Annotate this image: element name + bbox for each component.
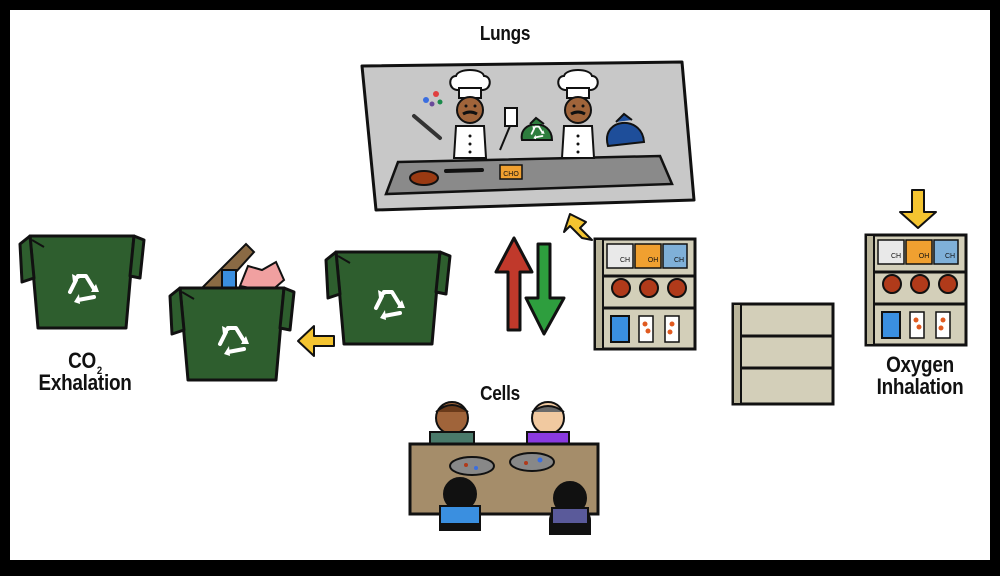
cells-dining-table (408, 401, 600, 535)
lungs-kitchen: CHO (360, 60, 696, 212)
oxygen-text: Oxygen (886, 352, 954, 377)
counter-food (409, 170, 439, 186)
lungs-label: Lungs (479, 23, 531, 45)
up-arrow-icon (494, 236, 534, 332)
shelf-bag-label: OH (919, 253, 930, 260)
cells-label: Cells (480, 383, 520, 405)
shelf-icon (864, 233, 968, 347)
diagonal-arrow-icon (563, 213, 593, 241)
pan-icon (412, 114, 442, 140)
shelf-bag-label: CH (620, 257, 630, 264)
trash-bin-icon (20, 236, 144, 328)
co2-exhalation-label: CO2 Exhalation (29, 350, 141, 394)
oxygen-inhalation-label: Oxygen Inhalation (860, 354, 980, 398)
trash-bin-icon (326, 252, 450, 344)
shelf-bag-label: CH (945, 253, 955, 260)
down-arrow-icon (524, 242, 566, 336)
counter-bag (499, 164, 523, 180)
left-arrow-icon (297, 325, 335, 357)
shelf-bag-label: CH (674, 257, 684, 264)
shelf-icon (593, 237, 697, 351)
green-trash-bag (520, 123, 554, 141)
shelf-bag-label: CH (891, 253, 901, 260)
full-trash-bin (170, 242, 294, 380)
exhalation-text: Exhalation (38, 370, 132, 395)
spatula-icon (504, 107, 518, 127)
empty-shelf (731, 302, 835, 406)
inhalation-text: Inhalation (876, 374, 964, 399)
blue-trash-bag (606, 122, 646, 148)
down-arrow-icon-oxygen (899, 189, 937, 229)
co2-subscript: 2 (96, 365, 102, 377)
shelf-bag-label: OH (648, 257, 659, 264)
counter-bag-label: CHO (503, 171, 519, 178)
co2-text: CO (68, 348, 96, 373)
